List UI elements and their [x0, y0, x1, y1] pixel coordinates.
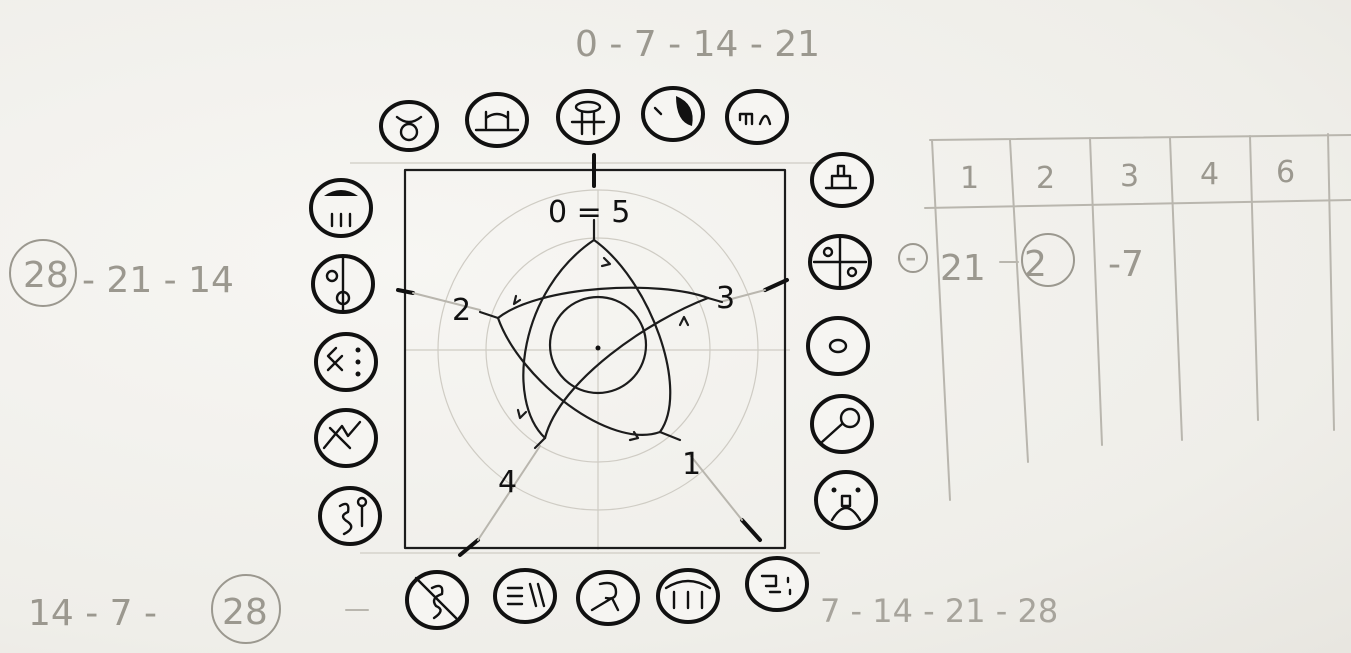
- rune-glyph-token: [747, 558, 807, 610]
- star-label-bottom-right: 1: [682, 447, 701, 482]
- bridge-glyph-token: [467, 94, 527, 146]
- eclipse-glyph-token: [643, 88, 703, 140]
- star-label-left: 2: [452, 293, 471, 328]
- arch-glyph-token: [658, 570, 718, 622]
- face-glyph-token: [816, 472, 876, 528]
- table-header-3: 3: [1120, 159, 1139, 194]
- crack-glyph-token: [316, 410, 376, 466]
- taurus-glyph-token: [381, 102, 437, 150]
- stamp-glyph-token: [812, 154, 872, 206]
- serpent-glyph-token: [407, 572, 467, 628]
- top-token-row: [381, 88, 787, 150]
- table-cell-3: -7: [1108, 244, 1144, 285]
- left-token-column: [311, 180, 380, 544]
- spiral-glyph-token: [578, 572, 638, 624]
- stripes-glyph-token: [495, 570, 555, 622]
- pillar-glyph-token: [558, 91, 618, 143]
- table-header-1: 1: [960, 161, 979, 196]
- top-sequence: 0 - 7 - 14 - 21: [575, 24, 820, 65]
- star-label-bottom-left: 4: [498, 465, 517, 500]
- table-header-4: 4: [1200, 157, 1219, 192]
- table-header-2: 2: [1036, 161, 1055, 196]
- pencil-table: 1 2 3 4 6 - 21 2 -7: [899, 134, 1351, 500]
- quarters-glyph-token: [810, 236, 870, 288]
- table-header-5: 6: [1276, 155, 1295, 190]
- cross-dots-glyph-token: [316, 334, 376, 390]
- star-label-right: 3: [716, 281, 735, 316]
- star-label-top: 0 = 5: [548, 195, 630, 230]
- bottom-right-sequence: 7 - 14 - 21 - 28: [820, 592, 1058, 630]
- script-glyph-token: [727, 91, 787, 143]
- table-side-mark: -: [905, 238, 917, 276]
- drum-glyph-token: [808, 318, 868, 374]
- dome-glyph-token: [311, 180, 371, 236]
- left-circled-number: 28: [23, 255, 69, 296]
- lens-glyph-token: [812, 396, 872, 452]
- pentagram-arcs: [480, 240, 722, 448]
- split-circle-glyph-token: [313, 256, 373, 312]
- bottom-left-circled-number: 28: [222, 592, 268, 633]
- left-sequence: - 21 - 14: [82, 260, 234, 301]
- table-cell-2: 2: [1024, 244, 1047, 285]
- hook-glyph-token: [320, 488, 380, 544]
- bottom-token-row: [407, 558, 807, 628]
- bottom-left-sequence: 14 - 7 -: [28, 593, 157, 634]
- table-cell-1: 21: [940, 248, 986, 289]
- right-token-column: [808, 154, 876, 528]
